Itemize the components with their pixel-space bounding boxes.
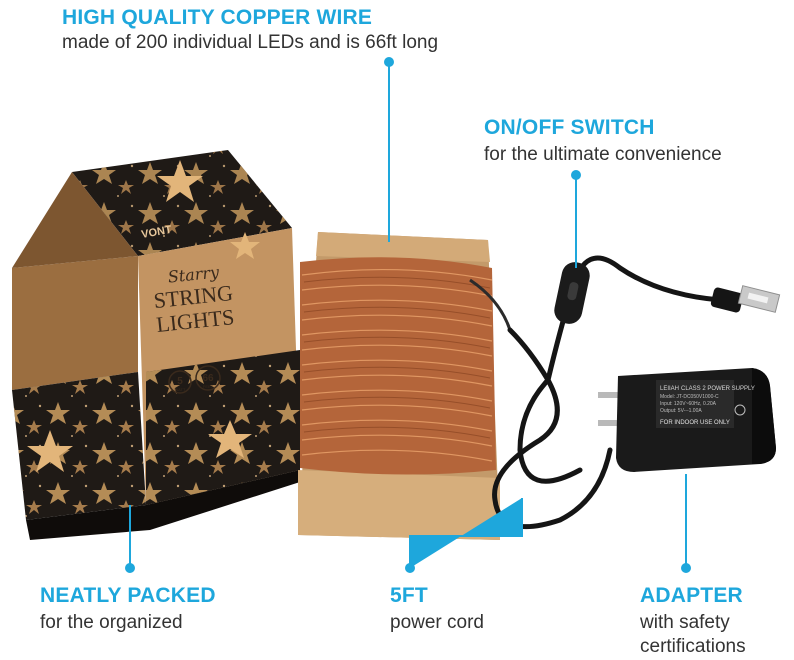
feet-badge: 66 FEET (195, 365, 221, 391)
box-brand: VONT (140, 224, 172, 241)
callout-subtitle: for the organized (40, 612, 183, 633)
certification-mark-icon (734, 404, 746, 416)
callout-subtitle: for the ultimate convenience (484, 144, 722, 165)
callout-subtitle-line1: with safety (640, 612, 730, 633)
star-decoration-icon (27, 160, 260, 472)
callout-subtitle: power cord (390, 612, 484, 633)
callout-subtitle-line2: certifications (640, 636, 746, 657)
box-left-side (12, 256, 138, 390)
svg-text:WATT: WATT (175, 387, 186, 392)
adapter-label-class: CLASS 2 POWER SUPPLY (681, 386, 755, 392)
copper-wire-spool (298, 232, 512, 540)
svg-text:5: 5 (177, 376, 183, 387)
callout-title: ADAPTER (640, 584, 743, 607)
adapter-label-model: Model: JT-DC050V1000-C (660, 394, 719, 400)
packaging-box: VONT Starry STRING LIGHTS 5 WATT 66 FEET (12, 150, 300, 540)
power-cable (492, 255, 723, 530)
callout-title: HIGH QUALITY COPPER WIRE (62, 6, 373, 29)
callout-leaders (125, 57, 691, 573)
callout-subtitle: made of 200 individual LEDs and is 66ft … (62, 32, 439, 53)
callout-title: ON/OFF SWITCH (484, 116, 655, 139)
usb-plug-icon (710, 285, 781, 313)
callout-title: NEATLY PACKED (40, 584, 216, 607)
svg-text:66: 66 (202, 373, 214, 384)
callout-title: 5FT (390, 584, 428, 607)
power-adapter: LEIIAH CLASS 2 POWER SUPPLY Model: JT-DC… (598, 368, 776, 472)
adapter-label-output: Output: 5V---1.00A (660, 408, 702, 414)
svg-text:FEET: FEET (203, 384, 214, 389)
adapter-label-brand: LEIIAH (660, 386, 679, 392)
adapter-label-input: Input: 120V~60Hz, 0.20A (660, 401, 717, 407)
adapter-label-indoor: FOR INDOOR USE ONLY (660, 420, 730, 426)
watt-badge: 5 WATT (168, 370, 192, 394)
on-off-switch-icon (554, 262, 590, 324)
